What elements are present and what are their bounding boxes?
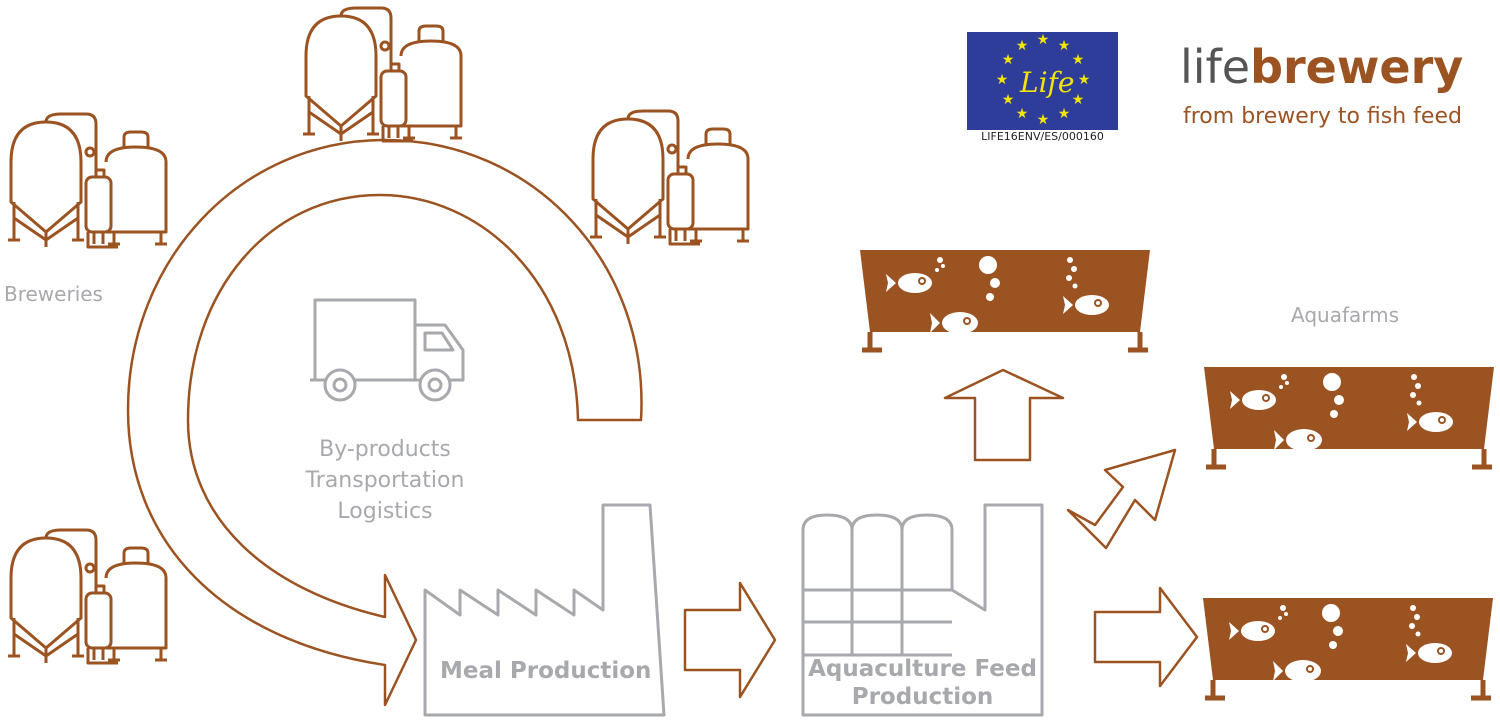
fish-tank-icon xyxy=(1203,598,1493,698)
svg-text:★: ★ xyxy=(996,72,1009,88)
arrow-icon xyxy=(1093,586,1199,688)
brewery-tanks-icon xyxy=(588,109,751,246)
eu-stars: ★ ★ ★ ★ ★ ★ ★ ★ ★ ★ ★ ★ xyxy=(996,32,1091,128)
svg-text:★: ★ xyxy=(1072,52,1085,68)
arrow-icon xyxy=(943,368,1065,462)
transport-label: By-products Transportation Logistics xyxy=(290,434,480,527)
svg-text:★: ★ xyxy=(1016,38,1029,54)
breweries-label: Breweries xyxy=(4,282,103,306)
svg-text:★: ★ xyxy=(1037,112,1050,128)
eu-life-logo xyxy=(967,32,1118,130)
transport-line-3: Logistics xyxy=(337,499,433,524)
aquafarms-label: Aquafarms xyxy=(1291,303,1400,327)
feed-line-1: Aquaculture Feed xyxy=(808,656,1037,682)
svg-text:★: ★ xyxy=(1072,92,1085,108)
svg-text:★: ★ xyxy=(1016,106,1029,122)
feed-production-label: Aquaculture Feed Production xyxy=(805,655,1040,711)
brand-bold: brewery xyxy=(1250,40,1464,94)
meal-production-label: Meal Production xyxy=(440,658,652,684)
truck-icon xyxy=(310,298,465,402)
svg-text:★: ★ xyxy=(1058,38,1071,54)
brand-wordmark: lifebrewery xyxy=(1180,42,1463,92)
svg-text:★: ★ xyxy=(1002,92,1015,108)
feed-line-2: Production xyxy=(851,684,994,710)
curved-collection-arrow xyxy=(126,138,643,707)
transport-line-1: By-products xyxy=(319,437,451,462)
eu-life-script: Life xyxy=(1020,66,1075,99)
transport-line-2: Transportation xyxy=(305,468,465,493)
factory-icon xyxy=(423,503,666,717)
feed-plant-icon xyxy=(801,503,1044,717)
fish-tank-icon xyxy=(1204,367,1494,467)
arrow-icon xyxy=(683,581,777,699)
svg-text:★: ★ xyxy=(1078,72,1091,88)
svg-text:★: ★ xyxy=(1002,52,1015,68)
brand-light: life xyxy=(1180,40,1251,94)
svg-text:★: ★ xyxy=(1058,106,1071,122)
brewery-tanks-icon xyxy=(301,6,464,143)
fish-tank-icon xyxy=(860,250,1150,350)
svg-text:★: ★ xyxy=(1037,32,1050,48)
brand-tagline: from brewery to fish feed xyxy=(1183,104,1462,129)
arrow-icon xyxy=(1066,448,1177,550)
brewery-tanks-icon xyxy=(6,112,169,249)
brewery-tanks-icon xyxy=(6,528,169,665)
eu-project-code: LIFE16ENV/ES/000160 xyxy=(981,130,1104,143)
